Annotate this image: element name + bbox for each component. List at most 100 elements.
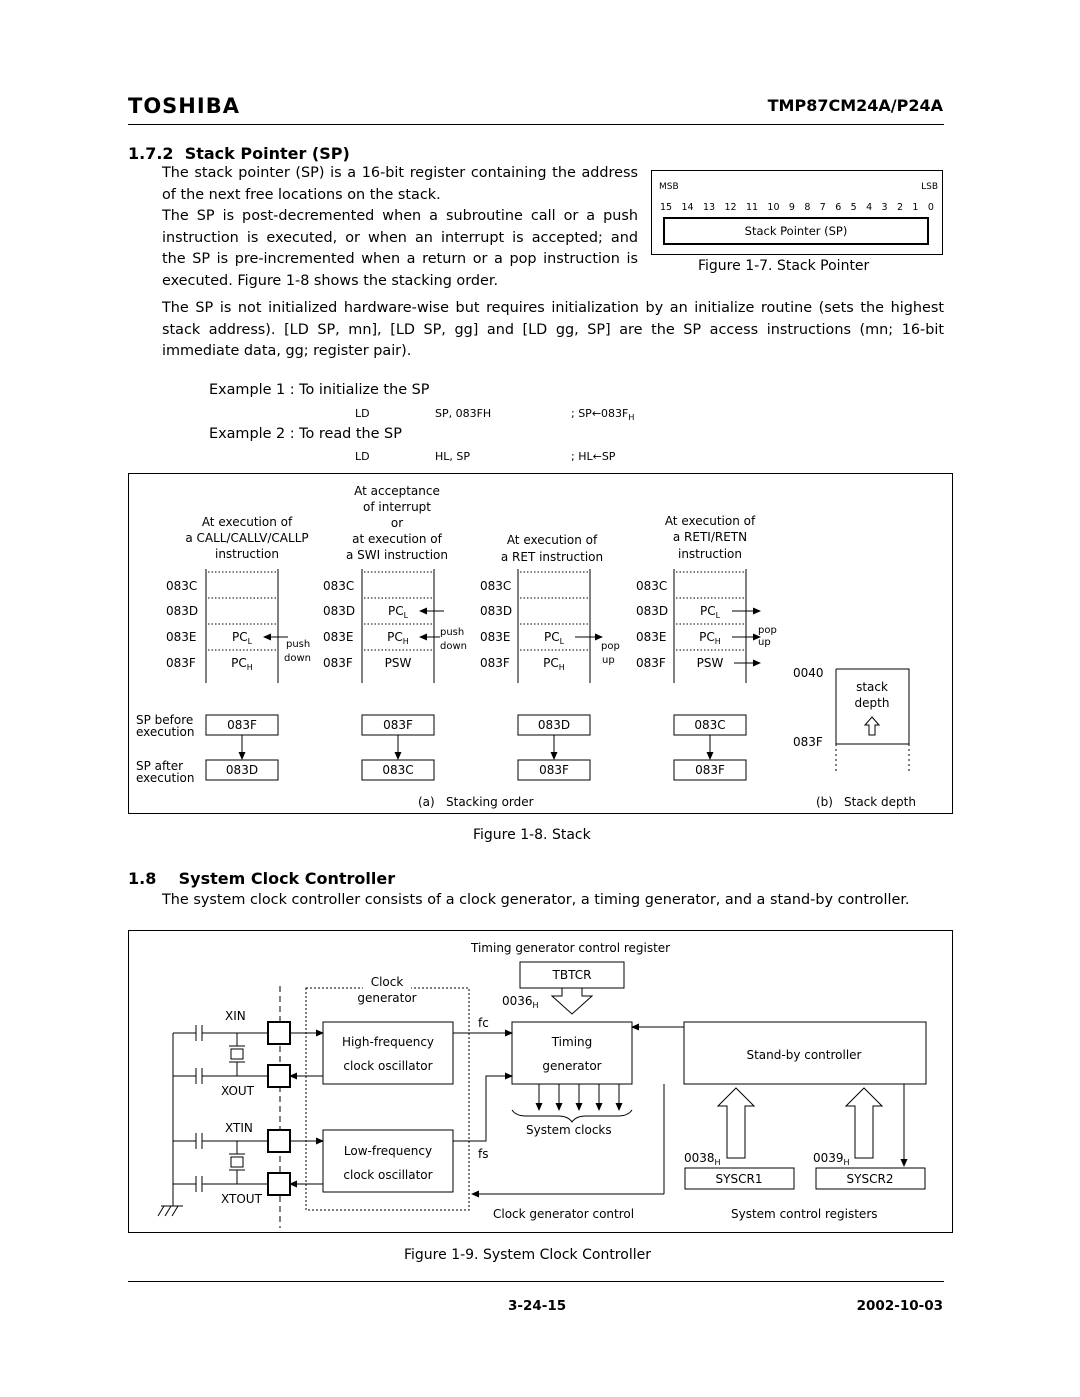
bit-number: 3 <box>881 202 888 213</box>
col1-head: At execution of <box>202 515 293 529</box>
sp-after-box <box>517 759 591 781</box>
tgcr-label: Timing generator control register <box>470 941 670 955</box>
up-label: up <box>602 655 615 666</box>
bit-number: 10 <box>767 202 780 213</box>
timing-generator-label: Timing <box>551 1035 593 1049</box>
caption-a: Stacking order <box>446 795 534 809</box>
stack-address: 083F <box>166 656 196 670</box>
system-clock-figure: Timing generator control register TBTCR … <box>128 930 953 1233</box>
lf-oscillator-label: Low-frequency <box>344 1144 432 1158</box>
tbtcr-address: 0036H <box>502 994 539 1010</box>
bit-number: 8 <box>804 202 811 213</box>
syscr1-address: 0038H <box>684 1151 721 1167</box>
stack-entry-pcl: PCL <box>232 630 253 646</box>
stack-address: 083F <box>323 656 353 670</box>
stack-entry-pch: PCH <box>543 656 565 672</box>
stack-address: 083D <box>166 604 198 618</box>
fs-label: fs <box>478 1147 488 1161</box>
stack-address: 083E <box>636 630 667 644</box>
sp-after-value: 083F <box>539 763 569 777</box>
clock-description: The system clock controller consists of … <box>162 892 910 908</box>
xin-pin-label: XIN <box>225 1009 246 1023</box>
stack-entry-psw: PSW <box>385 656 412 670</box>
sp-after-box <box>673 759 747 781</box>
col2-head: At acceptance <box>354 484 440 498</box>
caption-b: Stack depth <box>844 795 916 809</box>
system-registers-label: System control registers <box>731 1207 878 1221</box>
stack-address: 083D <box>480 604 512 618</box>
example-2-operand: HL, SP <box>435 450 471 463</box>
stack-figure: At execution of a CALL/CALLV/CALLP instr… <box>128 473 953 814</box>
col2-head: a SWI instruction <box>346 548 448 562</box>
tbtcr-register: TBTCR <box>552 968 592 982</box>
stack-address: 083E <box>480 630 511 644</box>
para-line: The SP is not initialized hardware-wise … <box>162 300 944 316</box>
sp-after-value: 083F <box>695 763 725 777</box>
stack-label: stack <box>856 680 888 694</box>
figure-1-9-caption: Figure 1-9. System Clock Controller <box>404 1247 651 1263</box>
example-2-title: Example 2 : To read the SP <box>209 426 402 442</box>
sp-before-value: 083F <box>227 718 257 732</box>
col1-head: a CALL/CALLV/CALLP <box>185 531 308 545</box>
syscr2-register: SYSCR2 <box>847 1172 894 1186</box>
stack-entry-pcl: PCL <box>388 604 409 620</box>
para-line: instruction is executed, or when an inte… <box>162 229 638 246</box>
sp-before-value: 083C <box>694 718 725 732</box>
sp-description: The stack pointer (SP) is a 16-bit regis… <box>162 163 638 293</box>
syscr2-address: 0039H <box>813 1151 850 1167</box>
sp-before-value: 083D <box>538 718 570 732</box>
example-1-op: LD <box>355 407 370 420</box>
col2-head: or <box>391 516 403 530</box>
hf-oscillator-label: High-frequency <box>342 1035 434 1049</box>
bit-number: 12 <box>724 202 737 213</box>
clock-control-label: Clock generator control <box>493 1207 634 1221</box>
bit-number: 9 <box>788 202 795 213</box>
lsb-label: LSB <box>921 182 938 192</box>
label-b: (b) <box>816 795 833 809</box>
col4-head: At execution of <box>665 514 756 528</box>
stack-address: 083F <box>636 656 666 670</box>
bit-number: 13 <box>702 202 716 213</box>
depth-bottom-address: 083F <box>793 735 823 749</box>
pop-label: pop <box>758 625 777 636</box>
stack-columns: 083C 083D 083E 083F 083F 083D 083C 083D 083E 083F… <box>166 569 777 781</box>
stack-address: 083C <box>636 579 667 593</box>
bit-number: 5 <box>850 202 857 213</box>
oscillator-network <box>157 1025 268 1217</box>
bit-number: 14 <box>681 202 694 213</box>
stack-address: 083D <box>323 604 355 618</box>
example-1-operand: SP, 083FH <box>435 407 492 420</box>
pop-label: pop <box>601 641 620 652</box>
stack-depth-diagram: 0040 083F stack depth (b) Stack depth <box>793 666 916 809</box>
example-2-comment: ; HL←SP <box>571 450 616 463</box>
sp-after-value: 083C <box>382 763 413 777</box>
para-line: The SP is post-decremented when a subrou… <box>162 208 638 225</box>
bit-number: 15 <box>660 202 673 213</box>
stack-address: 083C <box>166 579 197 593</box>
stack-entry-pch: PCH <box>699 630 721 646</box>
example-1-comment: ; SP←083FH <box>571 407 635 423</box>
figure-1-8-caption: Figure 1-8. Stack <box>473 827 591 843</box>
system-clock-outputs <box>511 1084 633 1123</box>
sp-register-label: Stack Pointer (SP) <box>744 224 848 238</box>
standby-controller-label: Stand-by controller <box>746 1048 861 1062</box>
sp-register-box: Stack Pointer (SP) <box>663 217 929 245</box>
down-label: down <box>440 641 467 652</box>
para-line: of the next free locations on the stack. <box>162 186 441 203</box>
lf-oscillator-label: clock oscillator <box>343 1168 432 1182</box>
sp-after-box <box>361 759 435 781</box>
sp-before-value: 083F <box>383 718 413 732</box>
stack-entry-pcl: PCL <box>544 630 565 646</box>
push-label: push <box>286 639 310 650</box>
col2-head: at execution of <box>352 532 443 546</box>
col1-head: instruction <box>215 547 279 561</box>
section-heading-clock: 1.8 System Clock Controller <box>128 869 396 888</box>
footer-rule <box>128 1281 944 1282</box>
clock-generator-label: generator <box>357 991 416 1005</box>
brand-logo: TOSHIBA <box>128 94 240 118</box>
bit-number: 6 <box>835 202 842 213</box>
syscr1-register: SYSCR1 <box>716 1172 763 1186</box>
section-heading-sp: 1.7.2 Stack Pointer (SP) <box>128 144 350 163</box>
para-line: immediate data, gg; register pair). <box>162 343 412 360</box>
